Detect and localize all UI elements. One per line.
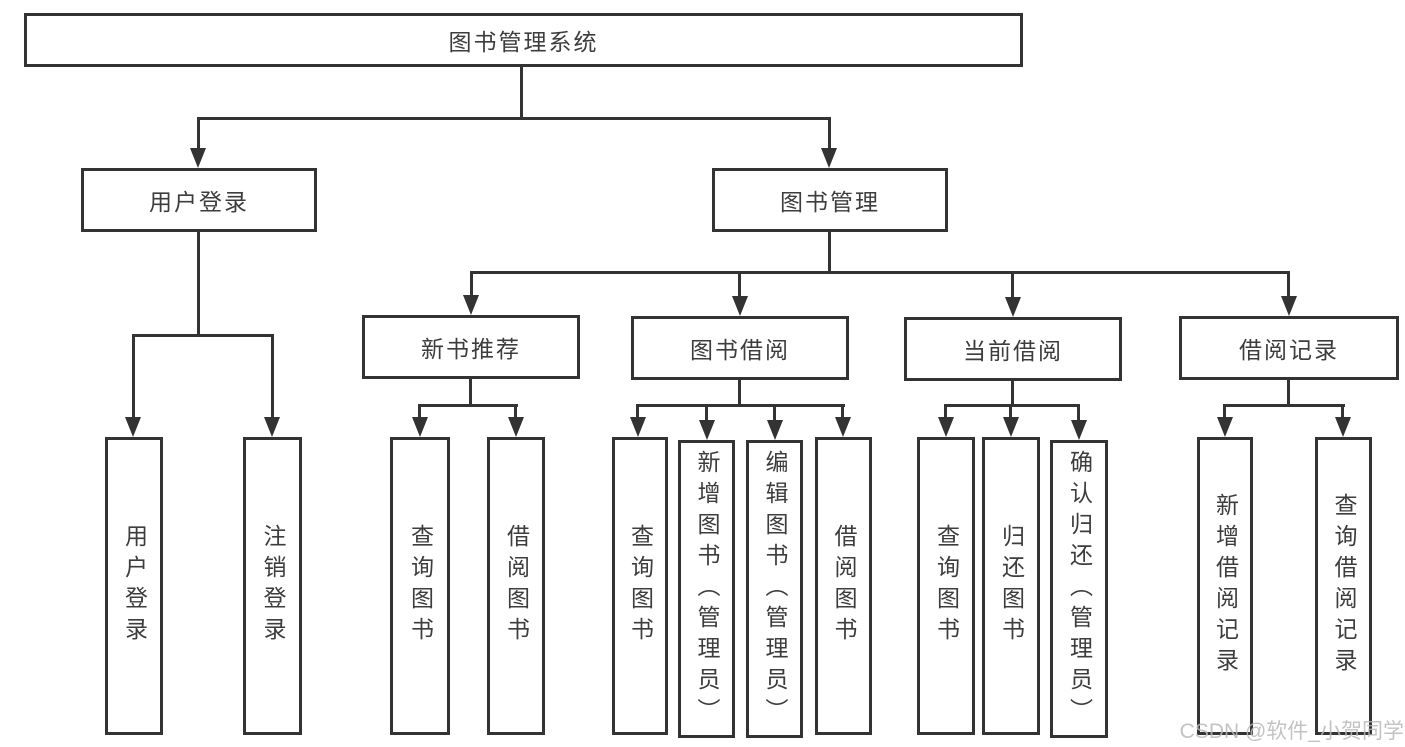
connector-to-cb-query: [944, 404, 947, 419]
connector-root-stem: [520, 67, 523, 120]
connector-book-management-stem: [828, 232, 831, 274]
connector-cb-rail: [944, 404, 1080, 407]
connector-to-new-book-recommend: [470, 271, 473, 297]
arrowhead-new-book-recommend: [463, 295, 479, 315]
arrowhead-book-management: [821, 148, 837, 168]
connector-bb-rail: [636, 404, 845, 407]
arrowhead-leaf-user-login: [125, 417, 141, 437]
connector-to-nbr-query: [418, 404, 421, 419]
arrowhead-bb-borrow: [835, 417, 851, 437]
arrowhead-bb-query: [630, 417, 646, 437]
arrowhead-cb-query: [938, 417, 954, 437]
connector-to-leaf-logout: [271, 334, 274, 419]
connector-user-login-rail: [132, 334, 274, 337]
arrowhead-cb-return: [1003, 417, 1019, 437]
node-new-book-recommend: 新书推荐: [362, 315, 580, 379]
connector-level2-rail: [197, 117, 831, 120]
csdn-watermark: CSDN @软件_小贺同学: [1179, 720, 1404, 743]
connector-to-br-query: [1341, 404, 1344, 419]
connector-to-book-borrow: [738, 271, 741, 298]
arrowhead-book-borrow: [732, 296, 748, 316]
arrowhead-leaf-logout: [264, 417, 280, 437]
leaf-record-query-record: 查询借阅记录: [1315, 437, 1372, 735]
connector-to-br-add: [1223, 404, 1226, 419]
connector-to-cb-confirm: [1077, 404, 1080, 423]
leaf-borrow-add-book-admin: 新增图书（管理员）: [678, 440, 735, 738]
arrowhead-br-query: [1335, 417, 1351, 437]
arrowhead-bb-edit: [767, 420, 783, 440]
connector-br-rail: [1223, 404, 1345, 407]
connector-user-login-stem: [197, 232, 200, 336]
connector-to-bb-borrow: [841, 404, 844, 419]
connector-to-nbr-borrow: [514, 404, 517, 419]
connector-nbr-stem: [469, 379, 472, 407]
connector-to-book-management: [828, 117, 831, 149]
arrowhead-current-borrow: [1005, 297, 1021, 317]
connector-to-user-login: [197, 117, 200, 149]
node-current-borrow: 当前借阅: [904, 317, 1122, 381]
arrowhead-user-login: [190, 148, 206, 168]
connector-nbr-rail: [418, 404, 518, 407]
arrowhead-nbr-query: [412, 417, 428, 437]
arrowhead-bb-add: [699, 420, 715, 440]
connector-cb-stem: [1011, 381, 1014, 407]
leaf-current-confirm-return-admin: 确认归还（管理员）: [1050, 440, 1108, 738]
arrowhead-br-add: [1217, 417, 1233, 437]
connector-to-bb-add: [705, 404, 708, 423]
connector-to-borrow-record: [1287, 271, 1290, 298]
leaf-user-login: 用户登录: [105, 437, 163, 735]
leaf-record-add-record: 新增借阅记录: [1197, 437, 1253, 735]
connector-to-cb-return: [1009, 404, 1012, 419]
connector-level3-rail: [470, 271, 1290, 274]
node-user-login: 用户登录: [81, 168, 317, 232]
node-root: 图书管理系统: [24, 13, 1023, 67]
leaf-current-return-book: 归还图书: [982, 437, 1040, 735]
connector-to-bb-query: [636, 404, 639, 419]
arrowhead-borrow-record: [1281, 296, 1297, 316]
connector-bb-stem: [738, 380, 741, 407]
connector-to-leaf-user-login: [132, 334, 135, 419]
leaf-borrow-borrow-book: 借阅图书: [815, 437, 872, 735]
leaf-logout: 注销登录: [243, 437, 302, 735]
leaf-borrow-edit-book-admin: 编辑图书（管理员）: [746, 440, 803, 738]
leaf-newbook-query-book: 查询图书: [390, 437, 450, 735]
node-book-borrow: 图书借阅: [631, 316, 849, 380]
connector-to-bb-edit: [773, 404, 776, 423]
leaf-borrow-query-book: 查询图书: [612, 437, 668, 735]
connector-br-stem: [1287, 380, 1290, 407]
arrowhead-nbr-borrow: [508, 417, 524, 437]
node-book-management: 图书管理: [712, 168, 948, 232]
leaf-newbook-borrow-book: 借阅图书: [487, 437, 545, 735]
leaf-current-query-book: 查询图书: [917, 437, 975, 735]
arrowhead-cb-confirm: [1071, 420, 1087, 440]
connector-to-current-borrow: [1011, 271, 1014, 299]
node-borrow-record: 借阅记录: [1179, 316, 1399, 380]
